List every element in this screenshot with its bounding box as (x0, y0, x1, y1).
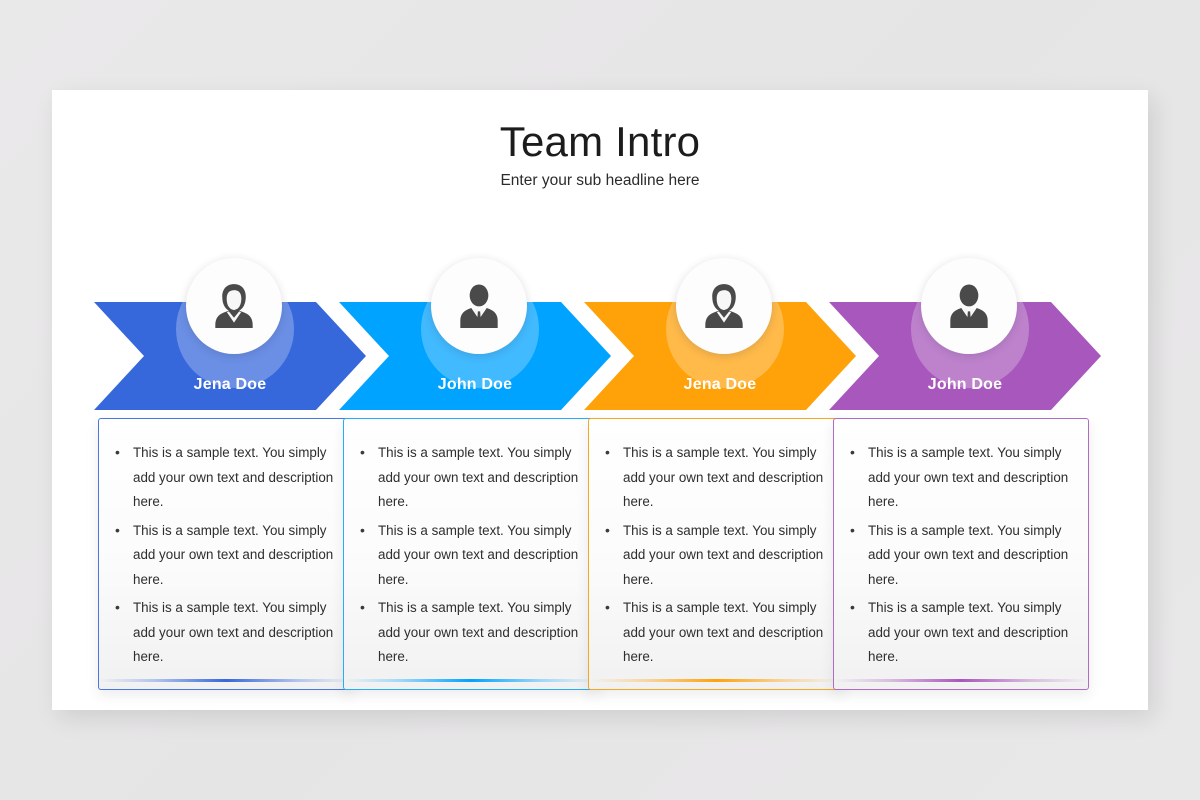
bullet-item: This is a sample text. You simply add yo… (844, 518, 1074, 593)
team-member-column-2[interactable]: John Doe This is a sample text. You simp… (339, 250, 611, 690)
avatar-4[interactable] (921, 258, 1017, 354)
bullet-item: This is a sample text. You simply add yo… (599, 595, 829, 670)
page-subtitle: Enter your sub headline here (500, 172, 700, 189)
bullet-item: This is a sample text. You simply add yo… (844, 440, 1074, 515)
team-member-row: Jena Doe This is a sample text. You simp… (52, 250, 1148, 690)
avatar-3[interactable] (676, 258, 772, 354)
member-description-card-4[interactable]: This is a sample text. You simply add yo… (833, 418, 1089, 690)
avatar-2[interactable] (431, 258, 527, 354)
bullet-list: This is a sample text. You simply add yo… (109, 440, 339, 670)
female-avatar-icon (698, 280, 750, 332)
member-name-3: Jena Doe (683, 376, 757, 393)
bullet-item: This is a sample text. You simply add yo… (109, 595, 339, 670)
member-description-card-1[interactable]: This is a sample text. You simply add yo… (98, 418, 354, 690)
bullet-item: This is a sample text. You simply add yo… (844, 595, 1074, 670)
bullet-item: This is a sample text. You simply add yo… (354, 595, 584, 670)
bullet-item: This is a sample text. You simply add yo… (599, 518, 829, 593)
bullet-list: This is a sample text. You simply add yo… (599, 440, 829, 670)
member-description-card-3[interactable]: This is a sample text. You simply add yo… (588, 418, 844, 690)
team-member-column-1[interactable]: Jena Doe This is a sample text. You simp… (94, 250, 366, 690)
card-accent-line (589, 679, 843, 682)
member-name-4: John Doe (927, 376, 1003, 393)
card-content: This is a sample text. You simply add yo… (834, 419, 1088, 684)
bullet-item: This is a sample text. You simply add yo… (109, 440, 339, 515)
bullet-list: This is a sample text. You simply add yo… (844, 440, 1074, 670)
card-content: This is a sample text. You simply add yo… (589, 419, 843, 684)
female-avatar-icon (208, 280, 260, 332)
bullet-item: This is a sample text. You simply add yo… (354, 518, 584, 593)
member-name-2: John Doe (437, 376, 513, 393)
card-accent-line (99, 679, 353, 682)
member-name-1: Jena Doe (193, 376, 267, 393)
card-accent-line (344, 679, 598, 682)
member-description-card-2[interactable]: This is a sample text. You simply add yo… (343, 418, 599, 690)
card-content: This is a sample text. You simply add yo… (99, 419, 353, 684)
male-avatar-icon (453, 280, 505, 332)
avatar-1[interactable] (186, 258, 282, 354)
team-member-column-4[interactable]: John Doe This is a sample text. You simp… (829, 250, 1101, 690)
card-accent-line (834, 679, 1088, 682)
presentation-slide: Team Intro Enter your sub headline here … (52, 90, 1148, 710)
card-content: This is a sample text. You simply add yo… (344, 419, 598, 684)
team-member-column-3[interactable]: Jena Doe This is a sample text. You simp… (584, 250, 856, 690)
page-title: Team Intro (499, 118, 701, 165)
male-avatar-icon (943, 280, 995, 332)
bullet-list: This is a sample text. You simply add yo… (354, 440, 584, 670)
bullet-item: This is a sample text. You simply add yo… (599, 440, 829, 515)
bullet-item: This is a sample text. You simply add yo… (109, 518, 339, 593)
bullet-item: This is a sample text. You simply add yo… (354, 440, 584, 515)
